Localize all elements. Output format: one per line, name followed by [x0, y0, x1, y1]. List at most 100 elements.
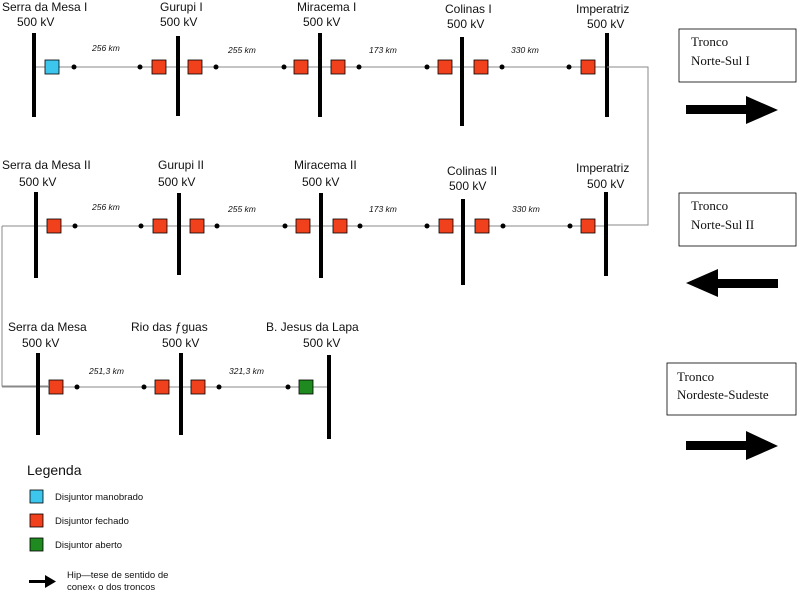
tronco-name: Norte-Sul I: [691, 53, 750, 68]
legend-label: Disjuntor aberto: [55, 540, 122, 551]
tronco-frame: [678, 28, 797, 83]
row-3: Serra da Mesa 500 kV Rio das ƒguas 500 k…: [2, 320, 359, 439]
row-1: Serra da Mesa I 500 kV Gurupi I 500 kV M…: [2, 0, 648, 126]
tronco-box-1: Tronco Norte-Sul I: [678, 28, 797, 83]
line-length: 173 km: [369, 45, 397, 55]
row-2: Serra da Mesa II 500 kV Gurupi II 500 kV…: [2, 158, 629, 285]
bus-voltage: 500 kV: [162, 336, 199, 350]
line-length: 173 km: [369, 204, 397, 214]
line-terminal: [285, 384, 291, 390]
bus-name: Miracema II: [294, 158, 357, 172]
bus-voltage: 500 kV: [587, 17, 624, 31]
breaker: [190, 379, 206, 395]
bus-voltage: 500 kV: [302, 175, 339, 189]
line-terminal: [214, 223, 220, 229]
legend-swatch: [29, 513, 44, 528]
legend-label: Disjuntor fechado: [55, 516, 129, 527]
breaker: [152, 218, 168, 234]
bus-name: Imperatriz: [576, 2, 629, 16]
legend-arrow-label: Hip—tese de sentido de: [67, 570, 168, 581]
legend-arrow-label: conex‹ o dos troncos: [67, 582, 155, 591]
bus-name: Rio das ƒguas: [131, 320, 208, 334]
breaker: [295, 218, 311, 234]
line-terminal: [216, 384, 222, 390]
bus-name: B. Jesus da Lapa: [266, 320, 359, 334]
line-terminal: [137, 64, 143, 70]
left-arrow-icon: [686, 269, 778, 297]
breaker: [330, 59, 346, 75]
bus-voltage: 500 kV: [160, 15, 197, 29]
line-length: 256 km: [91, 202, 120, 212]
tronco-box-2: Tronco Norte-Sul II: [678, 192, 797, 247]
bus-name: Serra da Mesa I: [2, 0, 87, 14]
bus-name: Colinas II: [447, 164, 497, 178]
tronco-name: Nordeste-Sudeste: [677, 387, 769, 402]
line-length: 255 km: [227, 204, 256, 214]
line-terminal: [213, 64, 219, 70]
bus-name: Miracema I: [297, 0, 356, 14]
tronco-title: Tronco: [677, 369, 714, 384]
line-terminal: [424, 223, 430, 229]
line-terminal: [71, 64, 77, 70]
bus-name: Gurupi II: [158, 158, 204, 172]
tronco-connector: [607, 66, 649, 226]
tronco-frame: [666, 362, 797, 416]
tronco-box-3: Tronco Nordeste-Sudeste: [666, 362, 797, 416]
line-length: 251,3 km: [88, 366, 124, 376]
breaker: [189, 218, 205, 234]
legend-label: Disjuntor manobrado: [55, 492, 143, 503]
line-terminal: [281, 64, 287, 70]
line-terminal: [141, 384, 147, 390]
breaker: [48, 379, 64, 395]
breaker: [437, 59, 453, 75]
bus-name: Colinas I: [445, 2, 492, 16]
line-terminal: [566, 64, 572, 70]
legend-swatch: [29, 537, 44, 552]
line-terminal: [357, 223, 363, 229]
bus-name: Gurupi I: [160, 0, 203, 14]
tronco-connector: [1, 226, 48, 387]
right-arrow-icon: [686, 96, 778, 124]
breaker: [298, 379, 314, 395]
bus-voltage: 500 kV: [19, 175, 56, 189]
breaker: [580, 218, 596, 234]
bus-voltage: 500 kV: [303, 15, 340, 29]
breaker: [154, 379, 170, 395]
line-terminal: [74, 384, 80, 390]
line-length: 330 km: [511, 45, 539, 55]
line-terminal: [356, 64, 362, 70]
breaker: [187, 59, 203, 75]
bus-voltage: 500 kV: [22, 336, 59, 350]
breaker: [580, 59, 596, 75]
line-length: 330 km: [512, 204, 540, 214]
bus-voltage: 500 kV: [158, 175, 195, 189]
right-arrow-icon: [29, 575, 56, 588]
tronco-title: Tronco: [691, 198, 728, 213]
legend-swatch: [29, 489, 44, 504]
breaker: [44, 59, 60, 75]
line-terminal: [282, 223, 288, 229]
line-length: 321,3 km: [229, 366, 264, 376]
breaker: [332, 218, 348, 234]
bus-voltage: 500 kV: [447, 17, 484, 31]
line-length: 255 km: [227, 45, 256, 55]
breaker: [46, 218, 62, 234]
breaker: [293, 59, 309, 75]
tronco-name: Norte-Sul II: [691, 217, 754, 232]
legend: Legenda Disjuntor manobrado Disjuntor fe…: [27, 462, 168, 591]
bus-voltage: 500 kV: [303, 336, 340, 350]
breaker: [438, 218, 454, 234]
bus-name: Serra da Mesa II: [2, 158, 91, 172]
breaker: [473, 59, 489, 75]
line-terminal: [499, 64, 505, 70]
line-terminal: [138, 223, 144, 229]
line-terminal: [72, 223, 78, 229]
tronco-frame: [678, 192, 797, 247]
right-arrow-icon: [686, 431, 778, 460]
line-length: 256 km: [91, 43, 120, 53]
bus-name: Imperatriz: [576, 161, 629, 175]
bus-voltage: 500 kV: [587, 177, 624, 191]
bus-voltage: 500 kV: [17, 15, 54, 29]
breaker: [151, 59, 167, 75]
